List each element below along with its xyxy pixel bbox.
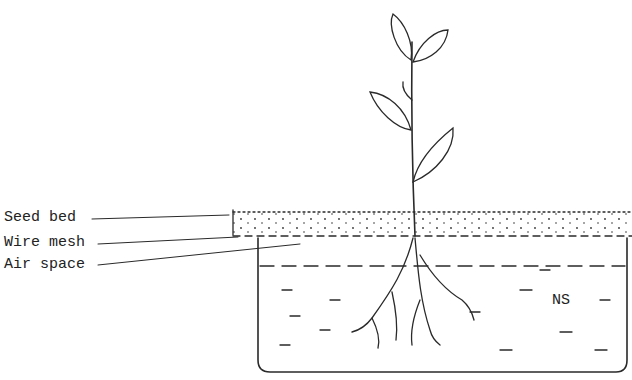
roots [352,238,474,348]
part-label: Wire mesh [4,235,85,252]
part-label: Air space [4,257,85,274]
leader-lines [92,215,300,265]
tray [258,238,627,372]
leaves [370,14,453,182]
wire-mesh [233,235,632,236]
seed-bed-edge [232,210,233,235]
water-dashes [280,270,610,350]
water-surface [260,265,625,266]
plant-stem [412,42,415,236]
part-label: Seed bed [4,210,76,227]
solution-label: NS [552,293,570,310]
seed-bed-fill [233,212,632,234]
seed-bed-top [233,211,632,212]
